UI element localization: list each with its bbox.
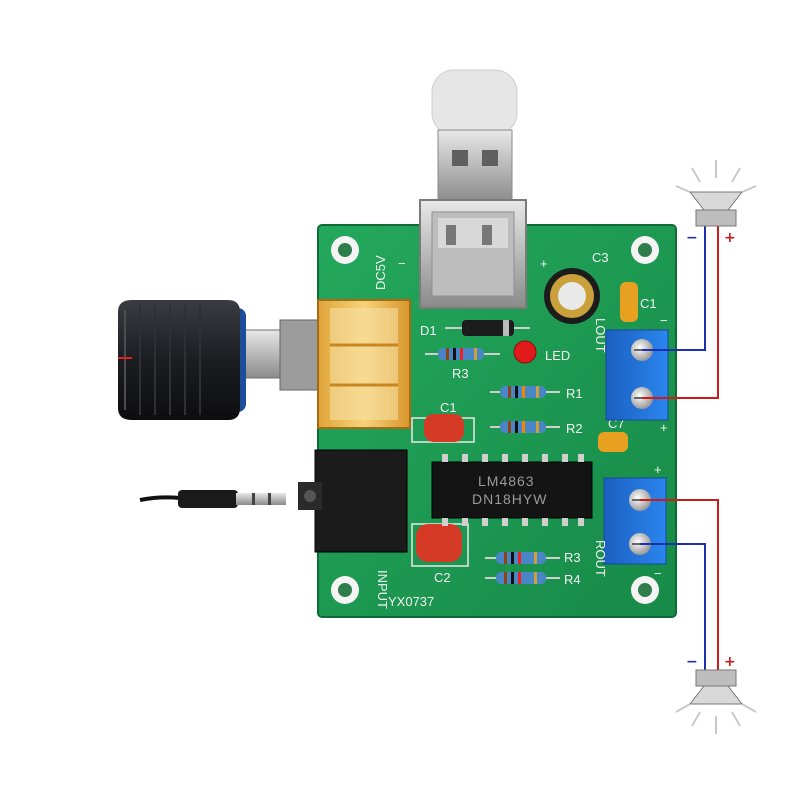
resistor-r3-bottom xyxy=(485,552,560,564)
c3-label: C3 xyxy=(592,250,609,265)
r3-top-label: R3 xyxy=(452,366,469,381)
diode-d1 xyxy=(445,320,530,336)
usb-minus-mark: − xyxy=(398,256,406,271)
lout-label: LOUT xyxy=(593,318,608,353)
resistor-r4 xyxy=(485,572,560,584)
capacitor-c2 xyxy=(411,523,469,567)
resistor-r2 xyxy=(490,421,560,433)
bottom-speaker-wires xyxy=(640,499,719,670)
capacitor-c1 xyxy=(411,414,475,443)
bottom-speaker-plus: + xyxy=(724,654,736,670)
top-speaker-plus: + xyxy=(724,230,736,246)
c2-label: C2 xyxy=(434,570,451,585)
board-model: YX0737 xyxy=(388,594,434,609)
rout-minus-mark: − xyxy=(654,566,662,581)
amplifier-ic: LM4863 DN18HYW xyxy=(431,454,593,526)
led-label: LED xyxy=(545,348,570,363)
mounting-hole xyxy=(631,236,659,264)
input-label: INPUT xyxy=(375,570,390,609)
r3-bottom-label: R3 xyxy=(564,550,581,565)
c1-top-label: C1 xyxy=(640,296,657,311)
lout-plus-mark: + xyxy=(660,420,668,435)
c1-label: C1 xyxy=(440,400,457,415)
r2-label: R2 xyxy=(566,421,583,436)
top-speaker-minus: − xyxy=(686,230,698,246)
resistor-r1 xyxy=(490,386,560,398)
top-speaker-icon xyxy=(675,160,757,227)
r1-label: R1 xyxy=(566,386,583,401)
bottom-speaker-minus: − xyxy=(686,654,698,670)
resistor-r3-top xyxy=(425,348,500,360)
usb-plug xyxy=(431,69,518,203)
bottom-speaker-icon xyxy=(675,669,757,734)
power-label: DC5V xyxy=(373,255,388,290)
capacitor-c7 xyxy=(598,432,628,452)
volume-knob xyxy=(118,300,321,420)
ic-marking-1: LM4863 xyxy=(478,473,535,489)
lout-minus-mark: − xyxy=(660,313,668,328)
usb-plus-mark: + xyxy=(540,256,548,271)
potentiometer-housing xyxy=(317,299,411,429)
capacitor-c3 xyxy=(544,268,600,324)
left-output-terminal xyxy=(605,329,669,421)
capacitor-c1-top xyxy=(620,282,638,322)
ic-marking-2: DN18HYW xyxy=(472,491,547,507)
audio-input-jack xyxy=(298,449,408,553)
audio-cable-plug xyxy=(139,490,286,508)
right-output-terminal xyxy=(603,477,667,565)
mounting-hole xyxy=(331,236,359,264)
rout-label: ROUT xyxy=(593,540,608,577)
mounting-hole xyxy=(331,576,359,604)
usb-receptacle xyxy=(419,199,527,309)
rout-plus-mark: + xyxy=(654,462,662,477)
top-speaker-wires xyxy=(642,226,719,399)
mounting-hole xyxy=(631,576,659,604)
red-led xyxy=(513,340,537,364)
r4-label: R4 xyxy=(564,572,581,587)
d1-label: D1 xyxy=(420,323,437,338)
